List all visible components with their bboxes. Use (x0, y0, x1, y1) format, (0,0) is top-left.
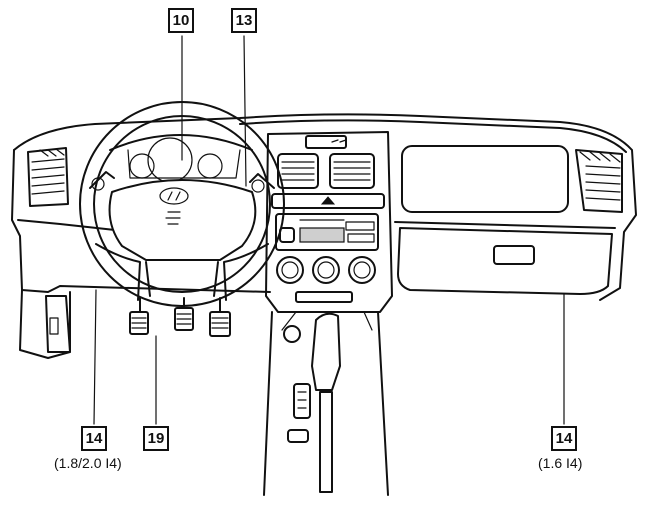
left-stalk (89, 171, 115, 189)
leader-14-left (93, 289, 97, 425)
center-vent-right-icon (329, 153, 375, 189)
center-tunnel (263, 311, 389, 496)
callout-14-right: 14 (551, 426, 577, 451)
leader-13 (243, 35, 247, 187)
callout-19: 19 (143, 426, 169, 451)
right-air-vent-icon (575, 149, 623, 213)
hazard-button-icon (320, 196, 336, 205)
callout-13: 13 (231, 8, 257, 33)
radio-unit-icon (275, 213, 379, 251)
climate-knob-icon (276, 256, 376, 284)
callout-10: 10 (168, 8, 194, 33)
dashboard-outline (11, 113, 637, 359)
note-14-left: (1.8/2.0 I4) (54, 455, 122, 471)
glovebox-icon (397, 227, 613, 295)
hyundai-logo-icon (159, 187, 189, 205)
left-air-vent-icon (27, 147, 69, 207)
note-14-right: (1.6 I4) (538, 455, 583, 471)
center-console (265, 131, 393, 313)
right-stalk (249, 173, 275, 189)
left-kick-panel (45, 295, 71, 353)
callout-14-left: 14 (81, 426, 107, 451)
pedal-icon (129, 297, 231, 337)
airbag-panel (401, 145, 569, 213)
gear-shifter-icon (293, 312, 341, 493)
center-vent-left-icon (277, 153, 319, 189)
